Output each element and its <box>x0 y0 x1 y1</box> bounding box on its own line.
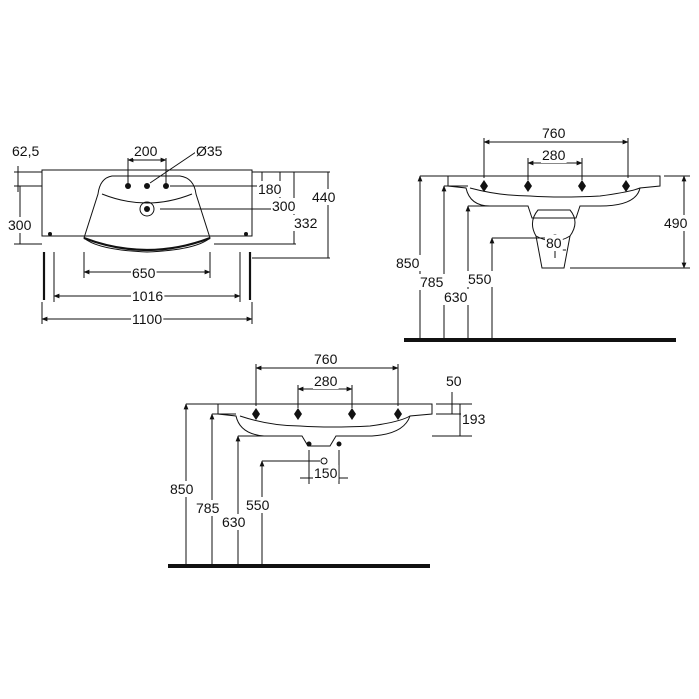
side-dim-850: 850 <box>396 255 420 271</box>
front-dim-550: 550 <box>246 497 270 513</box>
top-dim-440: 440 <box>312 189 336 205</box>
side-dim-785: 785 <box>420 274 444 290</box>
side-dim-80: 80 <box>546 235 562 251</box>
top-view-outline <box>41 169 253 300</box>
side-dim-490: 490 <box>664 215 688 231</box>
top-dim-200: 200 <box>134 143 158 159</box>
front-view-dimensions <box>183 364 472 564</box>
top-dim-300-right: 300 <box>272 198 296 214</box>
top-dim-dia35: Ø35 <box>196 143 223 159</box>
top-view: 62,5 200 Ø35 180 300 440 332 300 650 101… <box>7 143 337 327</box>
top-dim-180: 180 <box>258 181 282 197</box>
top-dim-300-left: 300 <box>8 217 32 233</box>
front-dim-50: 50 <box>446 373 462 389</box>
side-dim-280: 280 <box>542 147 566 163</box>
top-dim-332: 332 <box>294 215 318 231</box>
front-view: 760 280 50 193 150 850 785 630 550 <box>168 351 487 568</box>
top-dim-650: 650 <box>132 265 156 281</box>
front-dim-193: 193 <box>462 411 486 427</box>
side-dim-630: 630 <box>444 289 468 305</box>
side-view: 760 280 490 80 850 785 630 550 <box>395 125 690 342</box>
top-dim-1100: 1100 <box>132 311 162 327</box>
front-dim-785: 785 <box>196 500 220 516</box>
front-dim-850: 850 <box>170 481 194 497</box>
top-dim-62-5: 62,5 <box>12 143 39 159</box>
front-dim-150: 150 <box>314 465 338 481</box>
side-dim-760: 760 <box>542 125 566 141</box>
front-view-outline <box>168 403 433 568</box>
front-dim-630: 630 <box>222 514 246 530</box>
side-dim-550: 550 <box>468 271 492 287</box>
front-dim-760: 760 <box>314 351 338 367</box>
side-view-outline <box>404 175 676 342</box>
top-view-dimensions <box>14 151 330 324</box>
front-dim-280: 280 <box>314 373 338 389</box>
top-dim-1016: 1016 <box>132 288 163 304</box>
